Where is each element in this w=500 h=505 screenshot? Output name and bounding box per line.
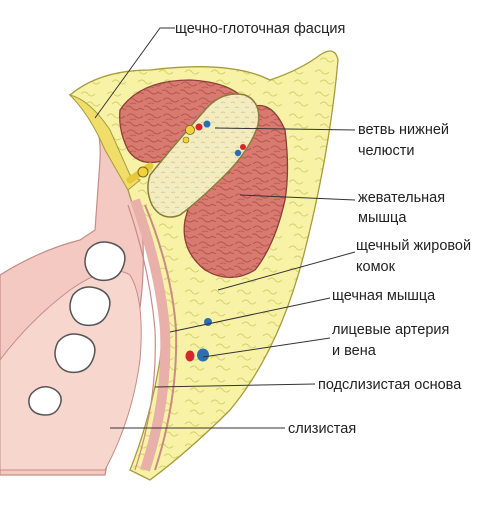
leader-lines xyxy=(94,27,356,429)
label-masseter-2: мышца xyxy=(358,210,407,226)
label-masseter-1: жевательная xyxy=(358,190,445,206)
facial-vein xyxy=(197,348,209,362)
facial-artery xyxy=(185,350,195,362)
tooth-1 xyxy=(84,241,126,282)
label-mandible-ramus-1: ветвь нижней xyxy=(358,122,449,138)
label-buccinator: щечная мышца xyxy=(332,288,436,304)
label-buccal-fat-2: комок xyxy=(356,259,396,275)
tooth-3 xyxy=(54,333,96,374)
tooth-4 xyxy=(28,386,62,416)
fascia-strip xyxy=(68,94,141,191)
label-buccopharyngeal-fascia: щечно-глоточная фасция xyxy=(175,21,345,37)
cheek-wall-layers xyxy=(127,198,178,472)
mandible-ramus xyxy=(147,93,260,218)
teeth xyxy=(28,241,126,416)
label-mucosa: слизистая xyxy=(288,421,356,437)
label-facial-vessels-1: лицевые артерия xyxy=(332,322,449,338)
tooth-2 xyxy=(69,286,111,327)
label-submucosa: подслизистая основа xyxy=(318,377,462,393)
label-buccal-fat-1: щечный жировой xyxy=(356,238,471,254)
label-mandible-ramus-2: челюсти xyxy=(358,143,414,159)
canal-vessels xyxy=(182,120,246,157)
label-facial-vessels-2: и вена xyxy=(332,343,377,359)
